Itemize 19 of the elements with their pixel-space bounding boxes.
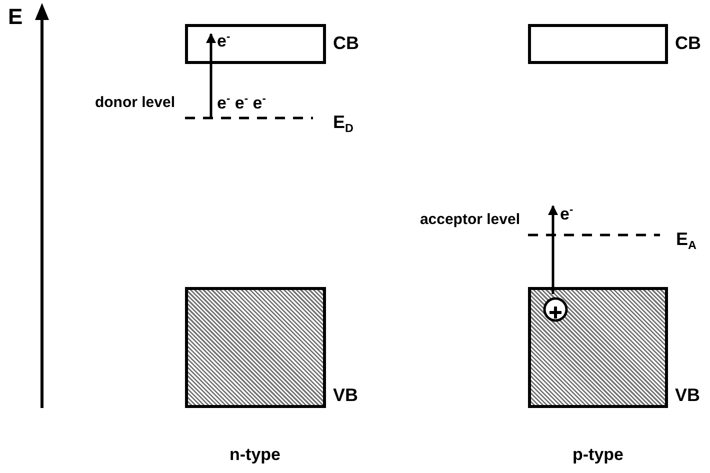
electron-label: e$^{-}$ e$^{-}$ e$^{-}$	[217, 94, 266, 112]
panel-label: n-type	[230, 446, 280, 463]
band-label: E$_{D}$	[333, 113, 354, 135]
level-label: acceptor level	[420, 212, 520, 227]
conduction-band-box	[185, 24, 326, 64]
electron-label: e$^{-}$	[217, 32, 230, 50]
excitation-arrow	[206, 33, 216, 118]
band-label: CB	[675, 34, 701, 52]
band-label: CB	[333, 34, 359, 52]
valence-band-box	[528, 287, 668, 408]
band-label: E$_{A}$	[676, 230, 696, 252]
conduction-band-box	[528, 24, 668, 64]
axis-label: E	[8, 6, 23, 28]
band-label: VB	[333, 386, 358, 404]
band-label: VB	[675, 386, 700, 404]
level-label: donor level	[94, 95, 175, 110]
electron-label: e$^{-}$	[560, 205, 574, 223]
panel-label: p-type	[572, 446, 624, 463]
valence-band-box	[185, 287, 326, 408]
